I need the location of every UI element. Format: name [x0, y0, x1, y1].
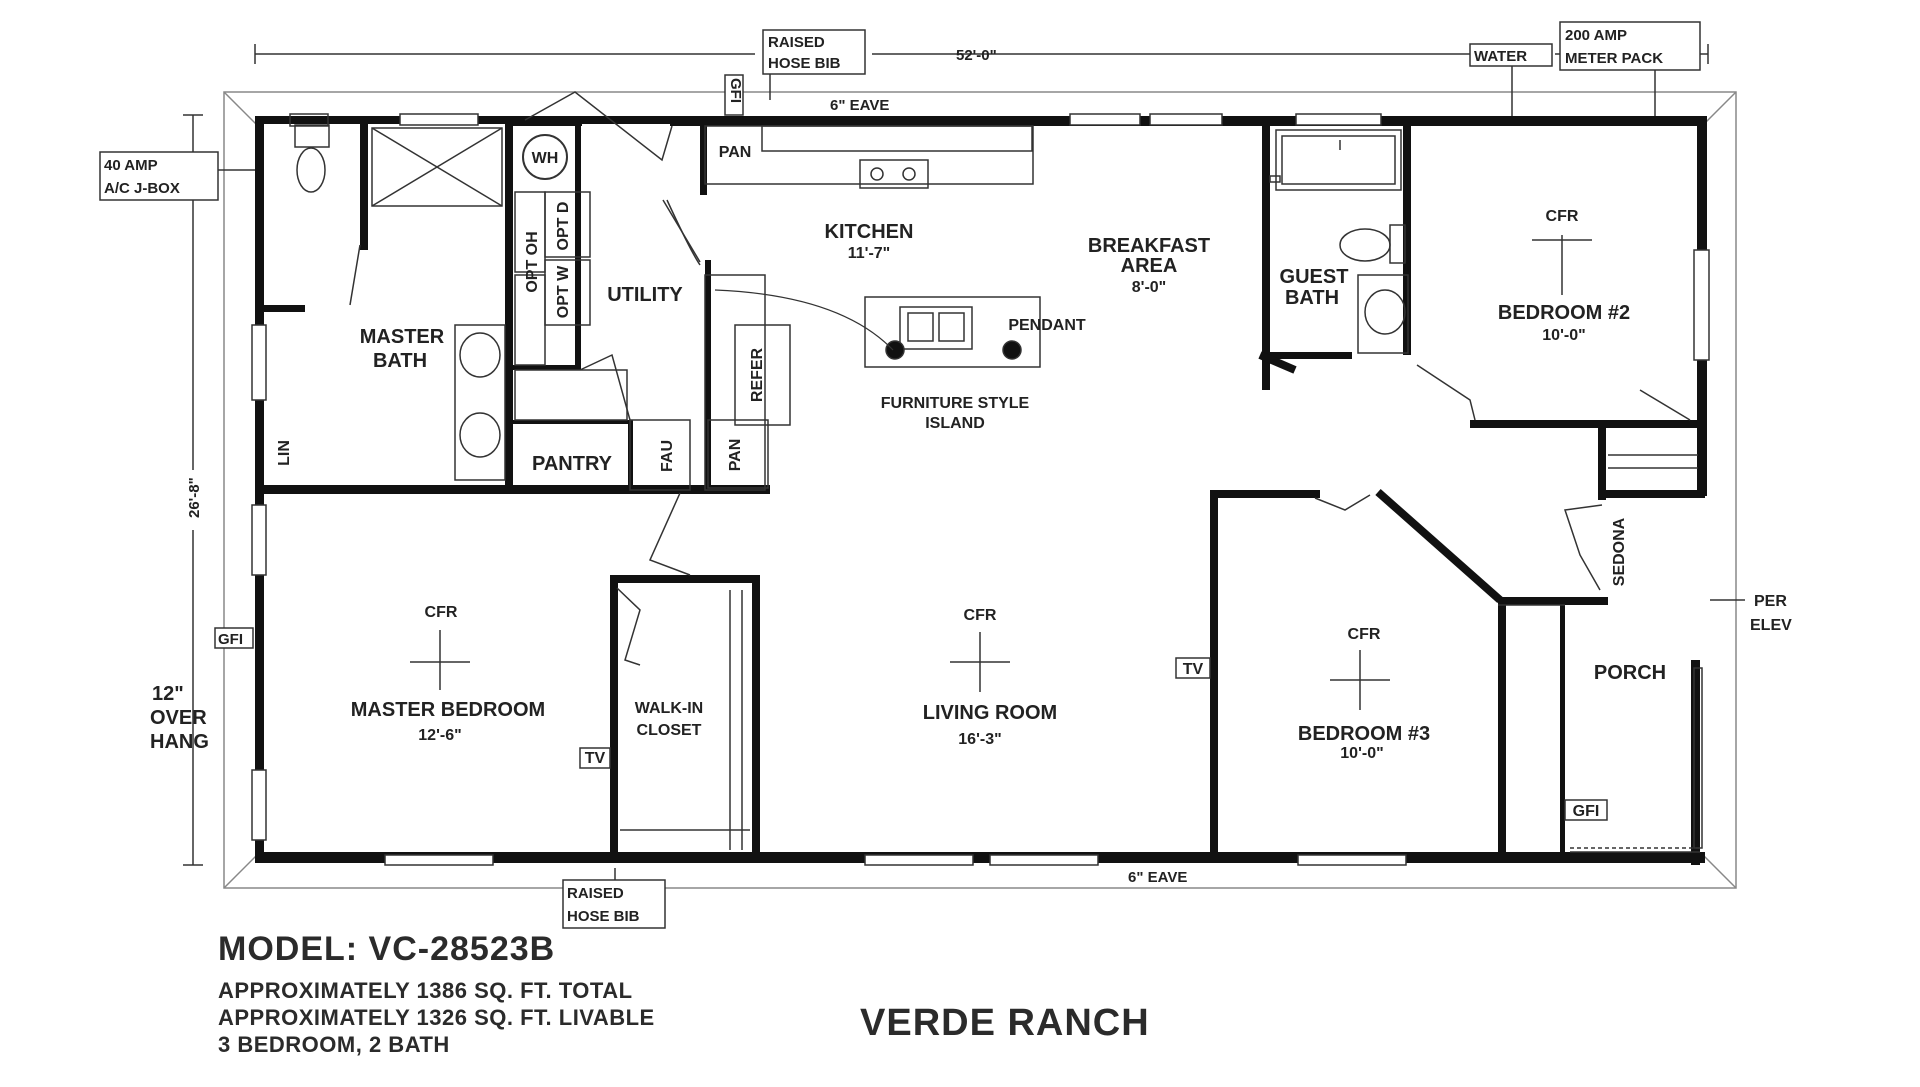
- island-line1: FURNITURE STYLE: [881, 395, 1030, 412]
- living-room-cfr: CFR: [964, 607, 997, 624]
- raised-hose-bib-top-line2: HOSE BIB: [768, 55, 841, 72]
- kitchen-label: KITCHEN: [825, 221, 914, 243]
- master-bedroom-dim: 12'-6": [418, 727, 461, 744]
- room-labels: MASTER BATH LIN WH OPT OH OPT D OPT W UT…: [276, 144, 1666, 820]
- meter-pack-line1: 200 AMP: [1565, 27, 1627, 44]
- master-bedroom-cfr: CFR: [425, 604, 458, 621]
- fau-label: FAU: [659, 440, 676, 472]
- per-elev-line2: ELEV: [1750, 617, 1792, 634]
- overhang-line3: HANG: [150, 731, 209, 753]
- ac-box-line2: A/C J-BOX: [104, 180, 180, 197]
- guest-bath-line1: GUEST: [1280, 266, 1349, 288]
- walkin-line2: CLOSET: [637, 722, 702, 739]
- lin-label: LIN: [276, 440, 293, 466]
- master-bedroom-label: MASTER BEDROOM: [351, 699, 545, 721]
- windows: [251, 113, 1710, 866]
- dimension-lines: [183, 44, 1745, 890]
- overhang-line2: OVER: [150, 707, 207, 729]
- kitchen-island: [714, 289, 1041, 368]
- plan-name: VERDE RANCH: [860, 1002, 1150, 1044]
- opt-d-label: OPT D: [555, 202, 572, 251]
- living-room-dim: 16'-3": [958, 731, 1001, 748]
- raised-hose-bib-bottom-line2: HOSE BIB: [567, 908, 640, 925]
- pantry-label: PANTRY: [532, 453, 613, 475]
- opt-w-label: OPT W: [555, 265, 572, 318]
- gfi-porch-label: GFI: [1573, 803, 1600, 820]
- livable-sqft: APPROXIMATELY 1326 SQ. FT. LIVABLE: [218, 1005, 655, 1030]
- eave-top-label: 6" EAVE: [830, 97, 889, 114]
- ac-box-line1: 40 AMP: [104, 157, 158, 174]
- bedroom3-dim: 10'-0": [1340, 745, 1383, 762]
- bedroom3-label: BEDROOM #3: [1298, 723, 1430, 745]
- total-sqft: APPROXIMATELY 1386 SQ. FT. TOTAL: [218, 978, 633, 1003]
- eave-outline: [223, 91, 1737, 889]
- bedroom2-label: BEDROOM #2: [1498, 302, 1630, 324]
- overhang-line1: 12": [152, 683, 184, 705]
- bath-fixtures: [289, 113, 1409, 481]
- overall-depth-label: 26'-8": [186, 477, 203, 518]
- walkin-line1: WALK-IN: [635, 700, 703, 717]
- per-elev-line1: PER: [1754, 593, 1787, 610]
- plan-footer: MODEL: VC-28523B APPROXIMATELY 1386 SQ. …: [218, 930, 655, 1058]
- opt-oh-label: OPT OH: [524, 231, 541, 292]
- raised-hose-bib-top-line1: RAISED: [768, 34, 825, 51]
- living-room-label: LIVING ROOM: [923, 702, 1057, 724]
- water-heater-label: WH: [532, 150, 559, 167]
- bottom-notes: RAISED HOSE BIB 6" EAVE: [567, 869, 1187, 925]
- pendant-label: PENDANT: [1008, 317, 1086, 334]
- guest-bath-line2: BATH: [1285, 287, 1339, 309]
- breakfast-line1: BREAKFAST: [1088, 235, 1210, 257]
- meter-pack-line2: METER PACK: [1565, 50, 1663, 67]
- model-number: MODEL: VC-28523B: [218, 930, 556, 968]
- kitchen-counters: [704, 125, 1034, 491]
- living-room-tv-label: TV: [1183, 661, 1204, 678]
- utility-appliances: [514, 134, 769, 491]
- gfi-top-label: GFI: [727, 78, 744, 103]
- porch-details: [620, 454, 1703, 853]
- master-bath-line2: BATH: [373, 350, 427, 372]
- refer-label: REFER: [749, 347, 766, 402]
- utility-label: UTILITY: [607, 284, 683, 306]
- diagonal-walls: [1258, 351, 1503, 603]
- overall-width-label: 52'-0": [956, 47, 997, 64]
- eave-bottom-label: 6" EAVE: [1128, 869, 1187, 886]
- pan-bottom-label: PAN: [727, 439, 744, 472]
- side-notes: 26'-8" GFI 12" OVER HANG PER ELEV: [150, 477, 1792, 753]
- gfi-left-label: GFI: [218, 631, 243, 648]
- ceiling-fan-markers: [410, 235, 1592, 710]
- raised-hose-bib-bottom-line1: RAISED: [567, 885, 624, 902]
- bedroom2-cfr: CFR: [1546, 208, 1579, 225]
- bedrooms-baths: 3 BEDROOM, 2 BATH: [218, 1032, 450, 1057]
- bedroom2-dim: 10'-0": [1542, 327, 1585, 344]
- label-boxes: [99, 21, 1701, 929]
- interior-walls: [255, 120, 1705, 860]
- kitchen-dim: 11'-7": [848, 245, 891, 262]
- sedona-label: SEDONA: [1611, 517, 1628, 586]
- top-notes: RAISED HOSE BIB 52'-0" WATER 200 AMP MET…: [104, 27, 1663, 197]
- island-line2: ISLAND: [925, 415, 985, 432]
- pan-top-label: PAN: [719, 144, 752, 161]
- master-bath-line1: MASTER: [360, 326, 445, 348]
- walkin-tv-label: TV: [585, 750, 606, 767]
- bedroom3-cfr: CFR: [1348, 626, 1381, 643]
- porch-label: PORCH: [1594, 662, 1666, 684]
- doors: [349, 91, 1691, 666]
- breakfast-line2: AREA: [1121, 255, 1178, 277]
- breakfast-dim: 8'-0": [1132, 279, 1167, 296]
- water-label: WATER: [1474, 48, 1527, 65]
